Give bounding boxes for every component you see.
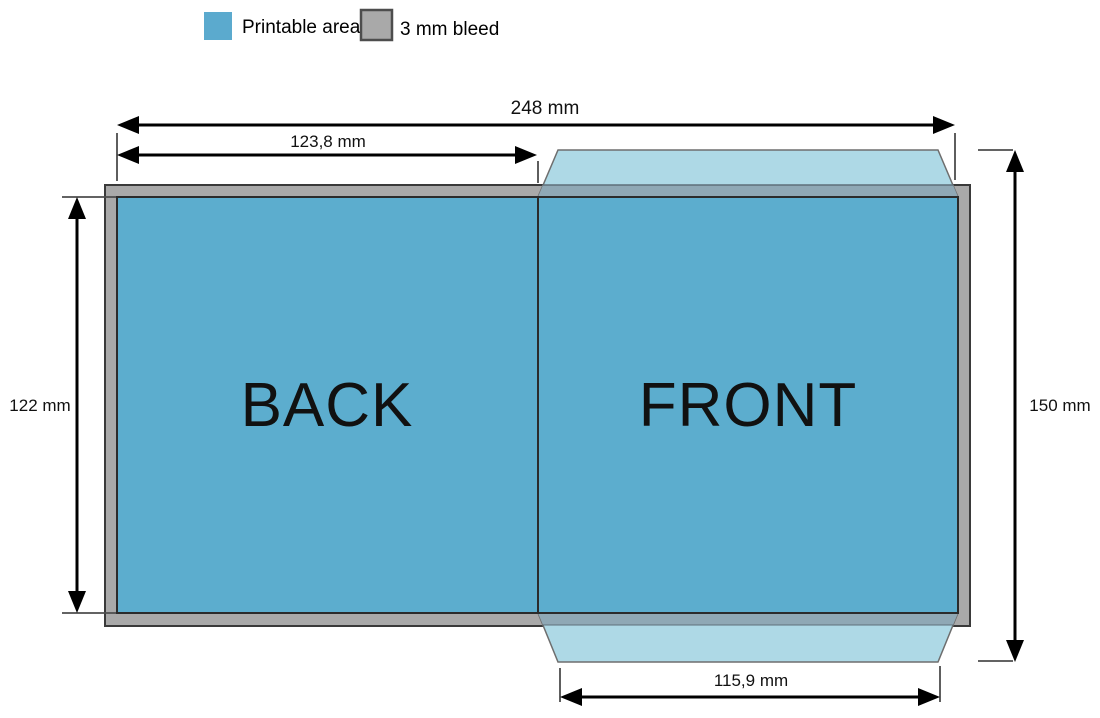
arrowhead-up bbox=[1006, 150, 1024, 172]
legend-swatch-printable-area bbox=[204, 12, 232, 40]
dimension-back-width-label: 123,8 mm bbox=[290, 132, 366, 151]
legend: Printable area 3 mm bleed bbox=[204, 8, 499, 42]
dimension-back-height-label: 122 mm bbox=[9, 396, 70, 415]
dimension-front-bottom-width: 115,9 mm bbox=[559, 666, 941, 706]
dimension-total-width-label: 248 mm bbox=[511, 98, 580, 119]
arrowhead-right bbox=[933, 116, 955, 134]
arrowhead-down bbox=[68, 591, 86, 613]
back-panel bbox=[116, 196, 539, 614]
dimension-total-width: 248 mm bbox=[116, 98, 956, 181]
front-panel-label: FRONT bbox=[639, 371, 858, 440]
legend-label-bleed: 3 mm bleed bbox=[400, 19, 499, 40]
top-flap-bleed-overlap bbox=[538, 185, 958, 197]
arrowhead-right bbox=[515, 146, 537, 164]
arrowhead-left bbox=[560, 688, 582, 706]
dimension-front-bottom-width-label: 115,9 mm bbox=[714, 671, 788, 690]
dimension-front-height-label: 150 mm bbox=[1029, 396, 1090, 415]
arrowhead-right bbox=[918, 688, 940, 706]
dimension-front-height: 150 mm bbox=[978, 149, 1091, 662]
arrowhead-left bbox=[117, 146, 139, 164]
arrowhead-left bbox=[117, 116, 139, 134]
arrowhead-up bbox=[68, 197, 86, 219]
arrowhead-down bbox=[1006, 640, 1024, 662]
bottom-flap-bleed-overlap bbox=[538, 613, 958, 625]
front-panel bbox=[537, 196, 959, 614]
back-panel-label: BACK bbox=[241, 371, 414, 440]
dimension-back-height: 122 mm bbox=[9, 196, 116, 614]
dimension-back-width: 123,8 mm bbox=[117, 132, 539, 183]
legend-label-printable-area: Printable area bbox=[242, 17, 361, 38]
legend-swatch-bleed bbox=[359, 8, 394, 42]
